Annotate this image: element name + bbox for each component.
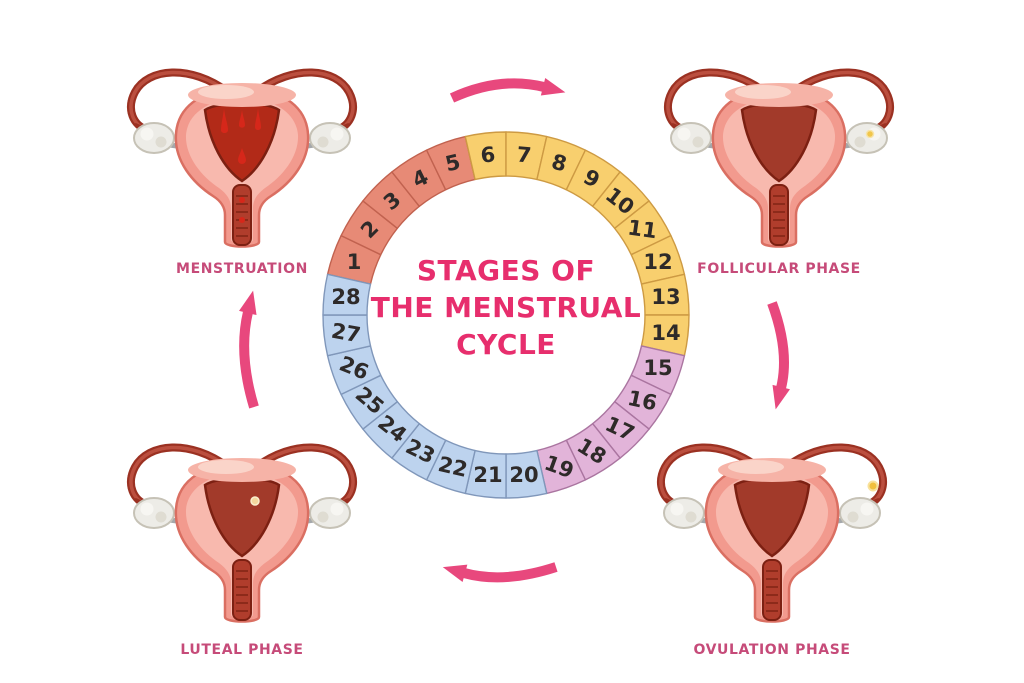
ovary-right-icon bbox=[309, 122, 351, 154]
ring-day-7: 7 bbox=[505, 131, 548, 181]
ring-day-number: 21 bbox=[473, 463, 502, 487]
ring-day-25: 25 bbox=[340, 374, 399, 430]
ring-day-number: 8 bbox=[549, 150, 569, 177]
uterus-art bbox=[657, 443, 887, 623]
ring-day-number: 14 bbox=[651, 321, 680, 345]
uterus-gloss-icon bbox=[198, 460, 254, 474]
ring-day-number: 28 bbox=[331, 285, 360, 309]
cycle-title-line-3: CYCLE bbox=[456, 328, 556, 361]
ring-day-number: 7 bbox=[516, 142, 533, 167]
ring-day-10: 10 bbox=[591, 171, 650, 230]
ring-day-21: 21 bbox=[464, 449, 507, 499]
cycle-title-line-2: THE MENSTRUAL bbox=[370, 291, 642, 324]
ring-day-3: 3 bbox=[362, 171, 421, 230]
menstruation-label: MENSTRUATION bbox=[176, 261, 308, 277]
uterus-art bbox=[664, 68, 894, 248]
ring-day-number: 5 bbox=[443, 150, 463, 177]
uterus-illustration-menstruation bbox=[112, 48, 372, 253]
follicle-egg-icon bbox=[865, 129, 875, 139]
ring-day-22: 22 bbox=[425, 439, 476, 495]
uterus-gloss-icon bbox=[728, 460, 784, 474]
ring-day-number: 20 bbox=[509, 463, 538, 487]
ring-day-2: 2 bbox=[340, 200, 399, 256]
cervical-canal-icon bbox=[762, 559, 782, 621]
ring-day-number: 11 bbox=[626, 215, 658, 243]
uterus-illustration-follicular bbox=[649, 48, 909, 253]
ring-day-11: 11 bbox=[613, 200, 672, 256]
ring-day-5: 5 bbox=[425, 135, 476, 191]
ovary-right-icon bbox=[846, 122, 888, 154]
ovary-left-icon bbox=[670, 122, 712, 154]
arrow-left-icon bbox=[239, 290, 259, 409]
ring-day-number: 6 bbox=[480, 142, 497, 167]
arrow-right-icon bbox=[767, 301, 790, 410]
ring-day-number: 13 bbox=[651, 285, 680, 309]
corpus-luteum-egg-icon bbox=[250, 496, 260, 506]
uterus-art bbox=[127, 68, 357, 248]
uterus-illustration-ovulation bbox=[642, 423, 902, 628]
ring-day-number: 1 bbox=[347, 250, 362, 274]
ring-day-18: 18 bbox=[565, 422, 621, 481]
menstrual-blood-drips-icon bbox=[221, 108, 261, 223]
ring-day-14: 14 bbox=[640, 314, 690, 357]
ring-day-4: 4 bbox=[391, 149, 447, 208]
uterus-art bbox=[127, 443, 357, 623]
ovary-left-icon bbox=[133, 122, 175, 154]
ring-day-9: 9 bbox=[565, 149, 621, 208]
arrow-top-icon bbox=[449, 78, 566, 103]
ovary-left-icon bbox=[133, 497, 175, 529]
cervical-canal-icon bbox=[232, 559, 252, 621]
luteal-figure: LUTEAL PHASE bbox=[107, 423, 377, 658]
uterus-gloss-icon bbox=[198, 85, 254, 99]
released-egg-icon bbox=[867, 480, 879, 492]
ovary-right-icon bbox=[309, 497, 351, 529]
ring-day-number: 16 bbox=[626, 386, 660, 416]
ring-day-8: 8 bbox=[536, 135, 587, 191]
cervical-canal-icon bbox=[769, 184, 789, 246]
uterus-illustration-luteal bbox=[112, 423, 372, 628]
menstruation-figure: MENSTRUATION bbox=[107, 48, 377, 277]
ovulation-figure: OVULATION PHASE bbox=[637, 423, 907, 658]
ring-day-12: 12 bbox=[630, 234, 686, 285]
ovary-left-icon bbox=[663, 497, 705, 529]
cervical-canal-icon bbox=[232, 184, 252, 246]
follicular-figure: FOLLICULAR PHASE bbox=[644, 48, 914, 277]
follicular-label: FOLLICULAR PHASE bbox=[697, 261, 861, 277]
ring-day-number: 27 bbox=[330, 319, 363, 348]
cycle-title-line-1: STAGES OF bbox=[416, 254, 596, 287]
ovulation-label: OVULATION PHASE bbox=[693, 642, 851, 658]
ring-day-27: 27 bbox=[322, 314, 372, 357]
ring-day-19: 19 bbox=[536, 439, 587, 495]
ovary-right-icon bbox=[839, 497, 881, 529]
ring-day-number: 15 bbox=[643, 356, 672, 380]
ring-day-28: 28 bbox=[322, 273, 372, 316]
arrow-bottom-icon bbox=[442, 562, 558, 583]
luteal-label: LUTEAL PHASE bbox=[180, 642, 304, 658]
cycle-title: STAGES OF THE MENSTRUAL CYCLE bbox=[356, 252, 656, 363]
ring-day-number: 12 bbox=[643, 250, 672, 274]
uterus-gloss-icon bbox=[735, 85, 791, 99]
